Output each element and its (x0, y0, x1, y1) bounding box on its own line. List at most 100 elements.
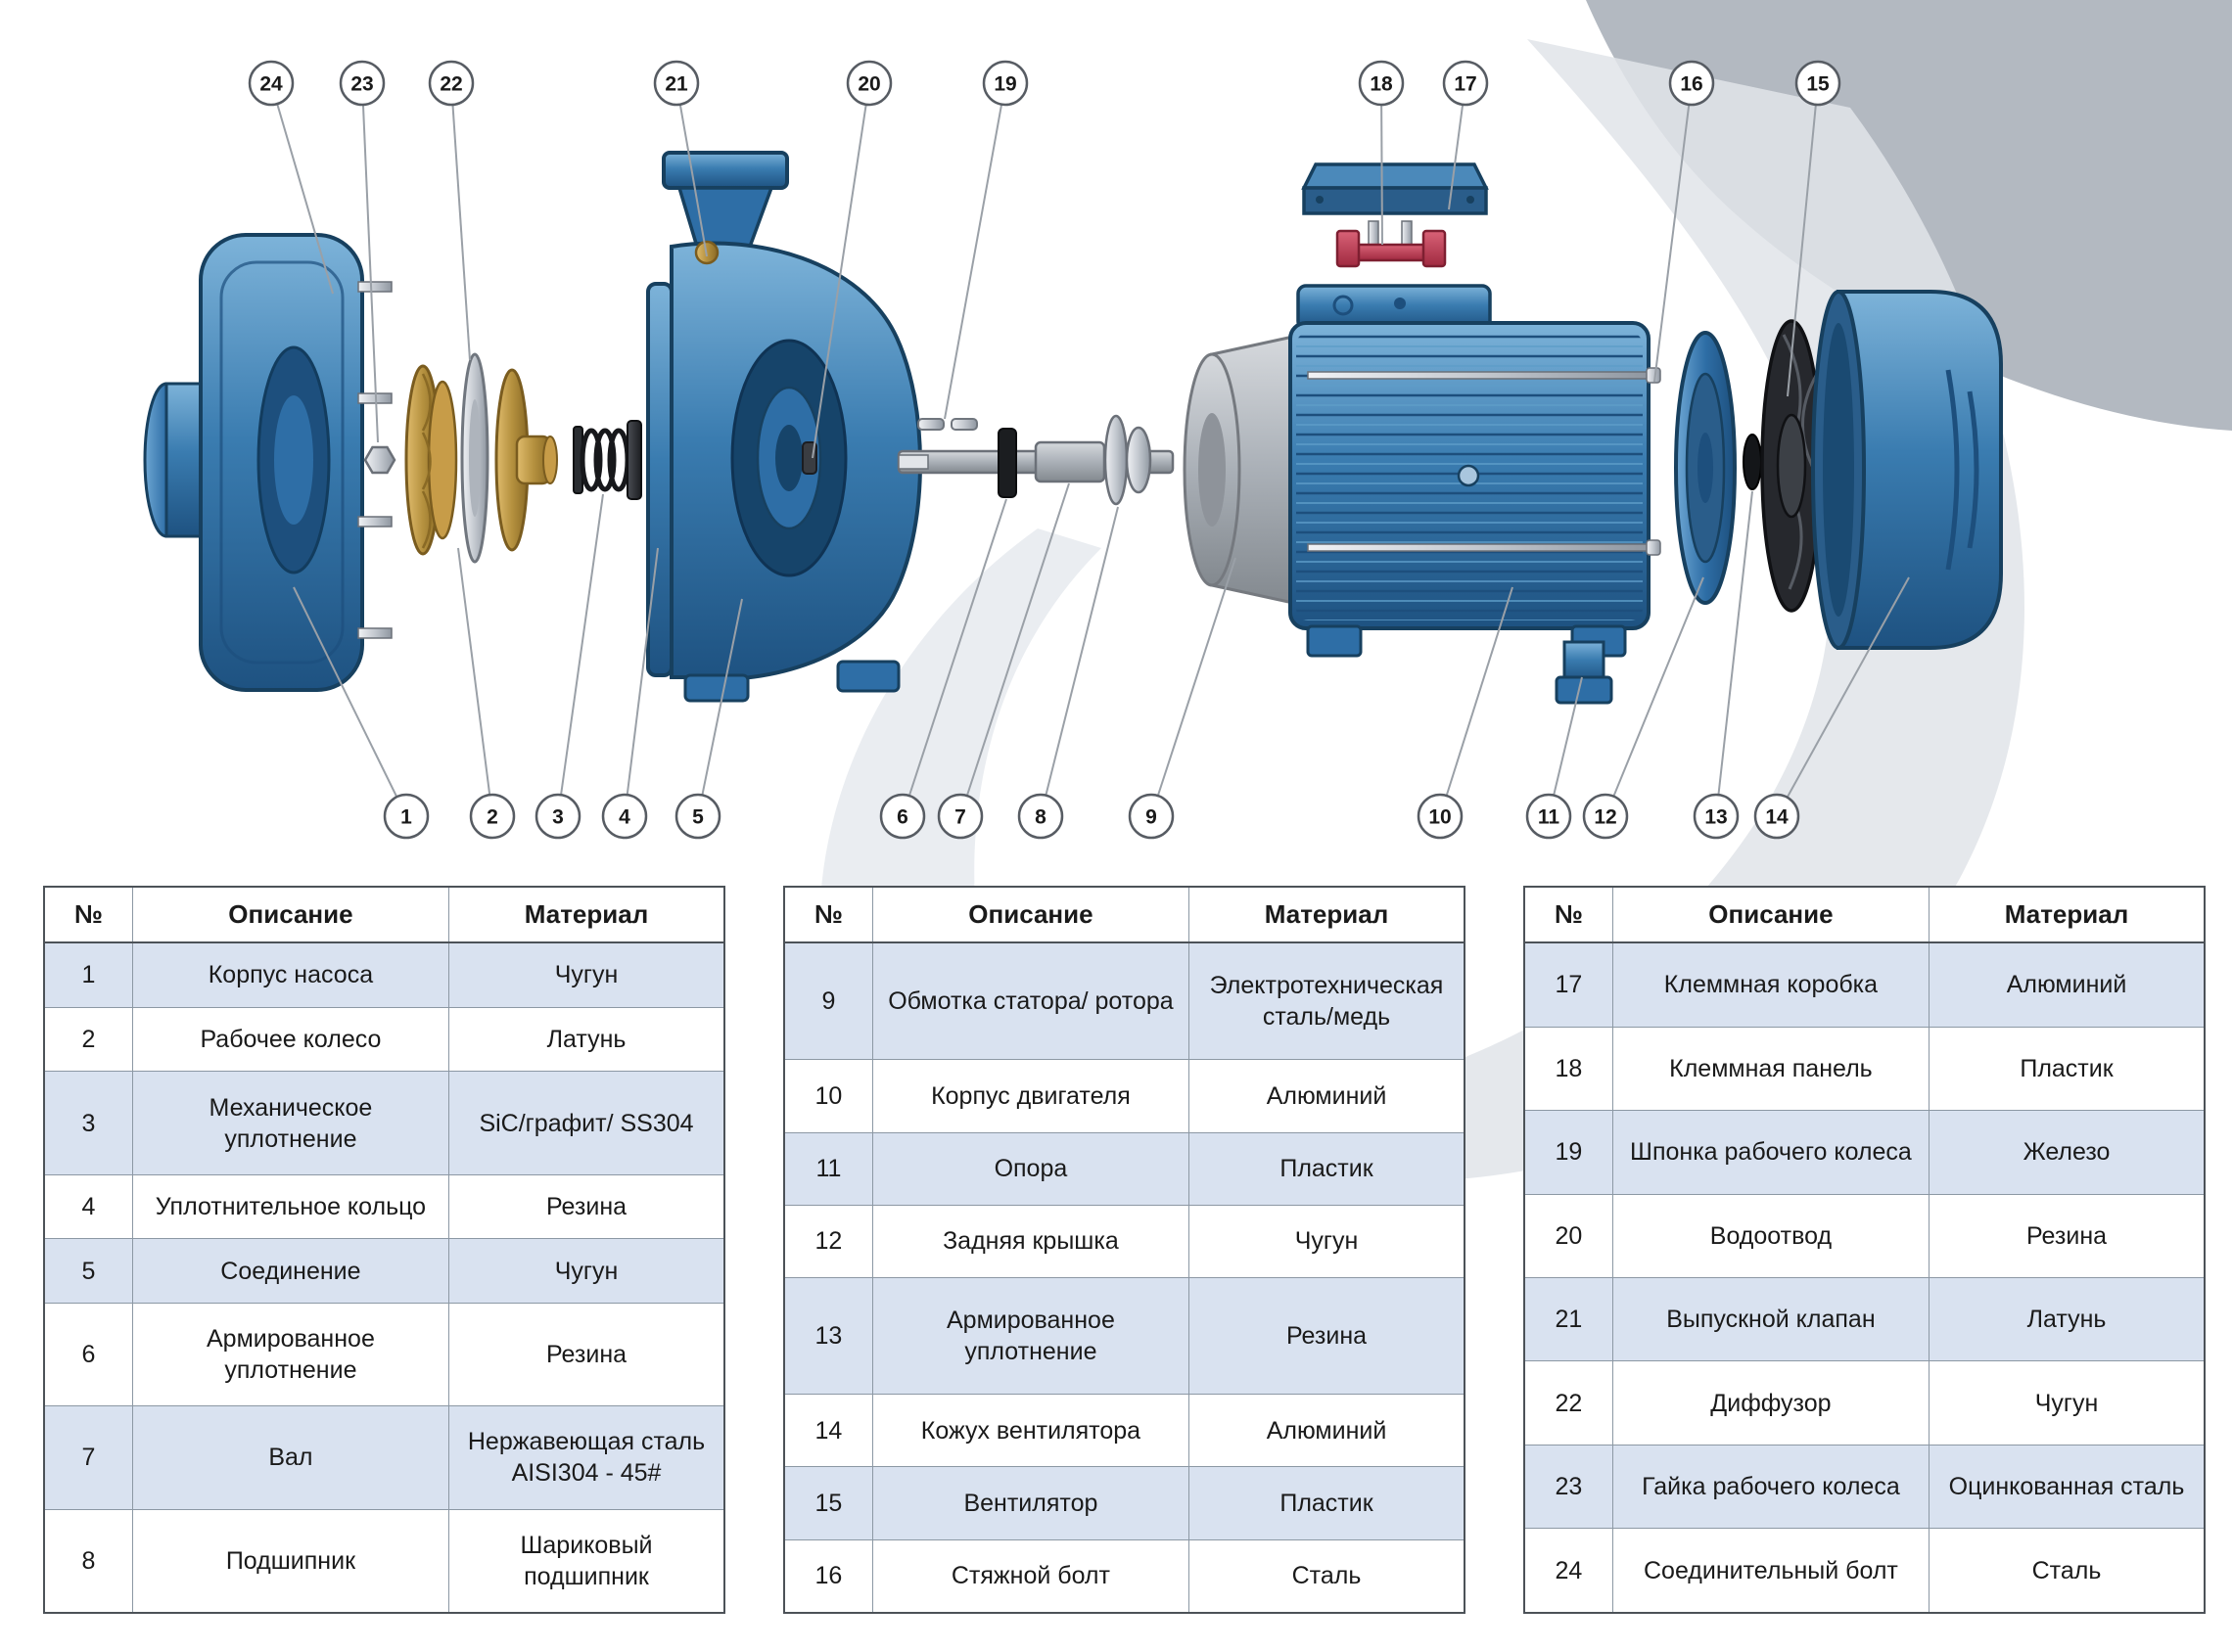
callout-number-12: 12 (1594, 806, 1616, 829)
callout-number-20: 20 (858, 73, 880, 96)
callout-circle-3 (535, 793, 581, 840)
part-material-cell: Алюминий (1188, 1394, 1465, 1468)
callout-circle-20 (846, 60, 893, 107)
column-header-material: Материал (1929, 886, 2206, 943)
callout-number-4: 4 (619, 806, 630, 829)
part-material-cell: Резина (1929, 1193, 2206, 1278)
part-number-cell: 13 (783, 1276, 873, 1396)
callout-number-23: 23 (350, 73, 373, 96)
motor-body-part (1288, 284, 1651, 658)
diffuser-part (460, 352, 489, 564)
column-header-description: Описание (1611, 886, 1930, 943)
callout-number-5: 5 (692, 806, 704, 829)
part-description-cell: Выпускной клапан (1611, 1276, 1930, 1362)
part-number-cell: 5 (43, 1238, 133, 1304)
support-foot-part (1555, 640, 1613, 705)
motor-front-housing-part (1183, 333, 1304, 607)
callout-number-6: 6 (897, 806, 908, 829)
part-material-cell: Сталь (1188, 1538, 1465, 1614)
callout-number-3: 3 (552, 806, 564, 829)
callout-circle-24 (248, 60, 295, 107)
column-header-material: Материал (1188, 886, 1465, 943)
part-number-cell: 6 (43, 1302, 133, 1407)
callout-number-11: 11 (1538, 806, 1560, 829)
part-number-cell: 15 (783, 1466, 873, 1540)
part-number-cell: 11 (783, 1131, 873, 1206)
callout-number-21: 21 (665, 73, 688, 96)
callout-number-22: 22 (440, 73, 462, 96)
part-description-cell: Стяжной болт (871, 1538, 1190, 1614)
part-number-cell: 17 (1523, 941, 1613, 1028)
callout-leader-line (293, 586, 407, 817)
callout-number-13: 13 (1704, 806, 1727, 829)
part-number-cell: 2 (43, 1006, 133, 1073)
part-number-cell: 8 (43, 1508, 133, 1614)
part-number-cell: 14 (783, 1394, 873, 1468)
part-description-cell: Соединительный болт (1611, 1528, 1930, 1614)
impeller-key-part (917, 418, 978, 431)
callout-number-14: 14 (1765, 806, 1789, 829)
part-description-cell: Гайка рабочего колеса (1611, 1444, 1930, 1530)
part-material-cell: Пластик (1188, 1466, 1465, 1540)
part-description-cell: Обмотка статора/ ротора (871, 941, 1190, 1061)
column-header-number: № (1523, 886, 1613, 943)
callout-leader-line (697, 598, 743, 817)
callout-circle-5 (674, 793, 721, 840)
seal-ring-plate-part (646, 282, 674, 677)
part-description-cell: Рабочее колесо (131, 1006, 450, 1073)
part-number-cell: 21 (1523, 1276, 1613, 1362)
callout-leader-line (270, 82, 334, 295)
column-header-description: Описание (871, 886, 1190, 943)
part-material-cell: Сталь (1929, 1528, 2206, 1614)
callout-leader-line (902, 498, 1007, 817)
part-material-cell: Алюминий (1188, 1059, 1465, 1133)
part-description-cell: Кожух вентилятора (871, 1394, 1190, 1468)
part-material-cell: Пластик (1188, 1131, 1465, 1206)
callout-circle-22 (428, 60, 475, 107)
reinforced-seal-rear-part (1743, 434, 1762, 490)
part-material-cell: Шариковый подшипник (448, 1508, 725, 1614)
fan-cover-part (1811, 290, 2003, 650)
part-description-cell: Уплотнительное кольцо (131, 1173, 450, 1240)
part-description-cell: Опора (871, 1131, 1190, 1206)
callout-circle-2 (469, 793, 516, 840)
callout-number-19: 19 (994, 73, 1016, 96)
callout-circle-21 (653, 60, 700, 107)
callout-number-1: 1 (400, 806, 412, 829)
part-material-cell: Латунь (1929, 1276, 2206, 1362)
part-description-cell: Вентилятор (871, 1466, 1190, 1540)
part-material-cell: Резина (1188, 1276, 1465, 1396)
callout-circle-4 (601, 793, 648, 840)
part-material-cell: Чугун (448, 1238, 725, 1304)
part-number-cell: 19 (1523, 1110, 1613, 1195)
part-material-cell: Чугун (1188, 1204, 1465, 1278)
part-description-cell: Водоотвод (1611, 1193, 1930, 1278)
callout-circle-19 (982, 60, 1029, 107)
part-number-cell: 4 (43, 1173, 133, 1240)
callout-number-16: 16 (1680, 73, 1702, 96)
callout-number-10: 10 (1428, 806, 1451, 829)
callout-number-24: 24 (259, 73, 283, 96)
column-header-description: Описание (131, 886, 450, 943)
part-number-cell: 24 (1523, 1528, 1613, 1614)
part-material-cell: SiC/графит/ SS304 (448, 1071, 725, 1175)
pump-connection-part (646, 151, 922, 703)
callout-number-8: 8 (1035, 806, 1046, 829)
